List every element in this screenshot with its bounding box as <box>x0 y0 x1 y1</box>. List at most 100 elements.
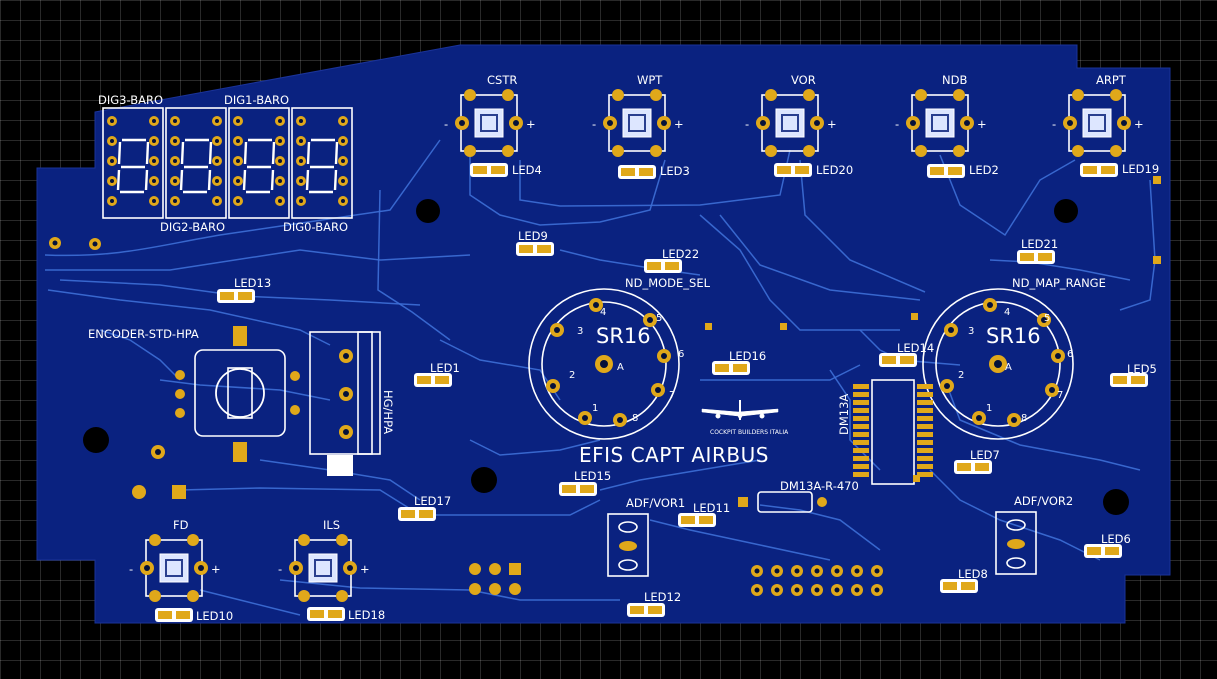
display-label-dig3: DIG3-BARO <box>98 93 163 107</box>
led-led6 <box>1084 544 1122 558</box>
display-dig2 <box>165 107 227 219</box>
led-led22 <box>644 259 682 273</box>
position-2: 2 <box>569 370 575 381</box>
led-led13 <box>217 289 255 303</box>
ic-dm13a <box>853 379 933 485</box>
led-led21 <box>1017 250 1055 264</box>
common-pin-label: A <box>617 362 624 373</box>
led-label: LED2 <box>969 163 999 177</box>
position-6: 6 <box>678 349 684 360</box>
copper-traces <box>44 139 1156 616</box>
polarity-plus: + <box>827 117 837 131</box>
airplane-logo <box>701 400 779 421</box>
adf-vor-switch-1[interactable] <box>607 513 649 577</box>
position-8: 8 <box>632 413 638 424</box>
led-label: LED6 <box>1101 532 1131 546</box>
adf-vor-switch-2[interactable] <box>995 511 1037 575</box>
mounting-holes <box>83 199 1129 515</box>
encoder-std-hpa[interactable] <box>175 326 300 462</box>
switch-label-hg-hpa: HG/HPA <box>381 390 395 434</box>
led-led12 <box>627 603 665 617</box>
seven-segment-displays: DIG3-BARO DIG1-BARO DIG2-BARO DIG0-BARO <box>98 93 353 234</box>
display-dig1 <box>228 107 290 219</box>
rotary-switch-nd-mode-sel[interactable]: 4 5 6 7 8 1 2 3 A SR16 <box>528 288 684 440</box>
led-led5 <box>1110 373 1148 387</box>
led-label: LED21 <box>1021 237 1058 251</box>
led-led11 <box>678 513 716 527</box>
position-2: 2 <box>958 370 964 381</box>
led-led17 <box>398 507 436 521</box>
led-led19 <box>1080 163 1118 177</box>
polarity-plus: + <box>360 562 370 576</box>
position-1: 1 <box>986 403 992 414</box>
polarity-minus: - <box>592 117 596 131</box>
led-led4 <box>470 163 508 177</box>
push-button-cstr[interactable]: - + <box>444 89 536 157</box>
led-led8 <box>940 579 978 593</box>
led-label: LED5 <box>1127 362 1157 376</box>
led-label: LED15 <box>574 469 611 483</box>
led-label: LED12 <box>644 590 681 604</box>
led-label: LED7 <box>970 448 1000 462</box>
adf-vor-label-1: ADF/VOR1 <box>626 496 685 510</box>
push-button-ils[interactable]: - + <box>278 534 370 602</box>
switch-part-label: SR16 <box>596 324 651 348</box>
led-label: LED3 <box>660 164 690 178</box>
push-button-vor[interactable]: - + <box>745 89 837 157</box>
led-label: LED8 <box>958 567 988 581</box>
misc-pads <box>49 176 1161 499</box>
led-label: LED10 <box>196 609 233 623</box>
position-1: 1 <box>592 403 598 414</box>
position-8: 8 <box>1021 413 1027 424</box>
position-7: 7 <box>669 390 675 401</box>
led-label: LED19 <box>1122 162 1159 176</box>
led-led7 <box>954 460 992 474</box>
position-3: 3 <box>577 326 583 337</box>
polarity-plus: + <box>526 117 536 131</box>
switch-part-label: SR16 <box>986 324 1041 348</box>
button-label-vor: VOR <box>791 73 816 87</box>
position-4: 4 <box>600 307 606 318</box>
led-led18 <box>307 607 345 621</box>
button-label-cstr: CSTR <box>487 73 517 87</box>
polarity-plus: + <box>977 117 987 131</box>
resistor-dm13a-r-470 <box>738 491 827 513</box>
display-dig3 <box>102 107 164 219</box>
led-label: LED17 <box>414 494 451 508</box>
polarity-minus: - <box>278 562 282 576</box>
position-6: 6 <box>1067 349 1073 360</box>
switch-name-label: ND_MAP_RANGE <box>1012 276 1106 290</box>
resistor-label: DM13A-R-470 <box>780 479 859 493</box>
display-label-dig2: DIG2-BARO <box>160 220 225 234</box>
board-title: EFIS CAPT AIRBUS <box>579 443 769 467</box>
push-button-fd[interactable]: - + <box>129 534 221 602</box>
push-button-wpt[interactable]: - + <box>592 89 684 157</box>
polarity-plus: + <box>211 562 221 576</box>
button-label-wpt: WPT <box>637 73 663 87</box>
led-led16 <box>712 361 750 375</box>
led-label: LED22 <box>662 247 699 261</box>
rotary-switch-nd-map-range[interactable]: 4 5 6 7 8 1 2 3 A SR16 <box>922 288 1074 440</box>
button-label-fd: FD <box>173 518 189 532</box>
led-label: LED13 <box>234 276 271 290</box>
position-5: 5 <box>656 313 662 324</box>
button-label-ils: ILS <box>323 518 340 532</box>
led-led20 <box>774 163 812 177</box>
led-label: LED20 <box>816 163 853 177</box>
display-label-dig0: DIG0-BARO <box>283 220 348 234</box>
polarity-minus: - <box>895 117 899 131</box>
led-label: LED11 <box>693 501 730 515</box>
led-led10 <box>155 608 193 622</box>
pcb-outline <box>36 44 1171 624</box>
polarity-minus: - <box>1052 117 1056 131</box>
push-button-ndb[interactable]: - + <box>895 89 987 157</box>
led-label: LED1 <box>430 361 460 375</box>
led-led15 <box>559 482 597 496</box>
led-led9 <box>516 242 554 256</box>
display-label-dig1: DIG1-BARO <box>224 93 289 107</box>
logo-text: COCKPIT BUILDERS ITALIA <box>710 429 789 436</box>
led-led2 <box>927 164 965 178</box>
polarity-plus: + <box>674 117 684 131</box>
push-button-arpt[interactable]: - + <box>1052 89 1144 157</box>
toggle-switch-hg-hpa[interactable] <box>309 331 381 476</box>
